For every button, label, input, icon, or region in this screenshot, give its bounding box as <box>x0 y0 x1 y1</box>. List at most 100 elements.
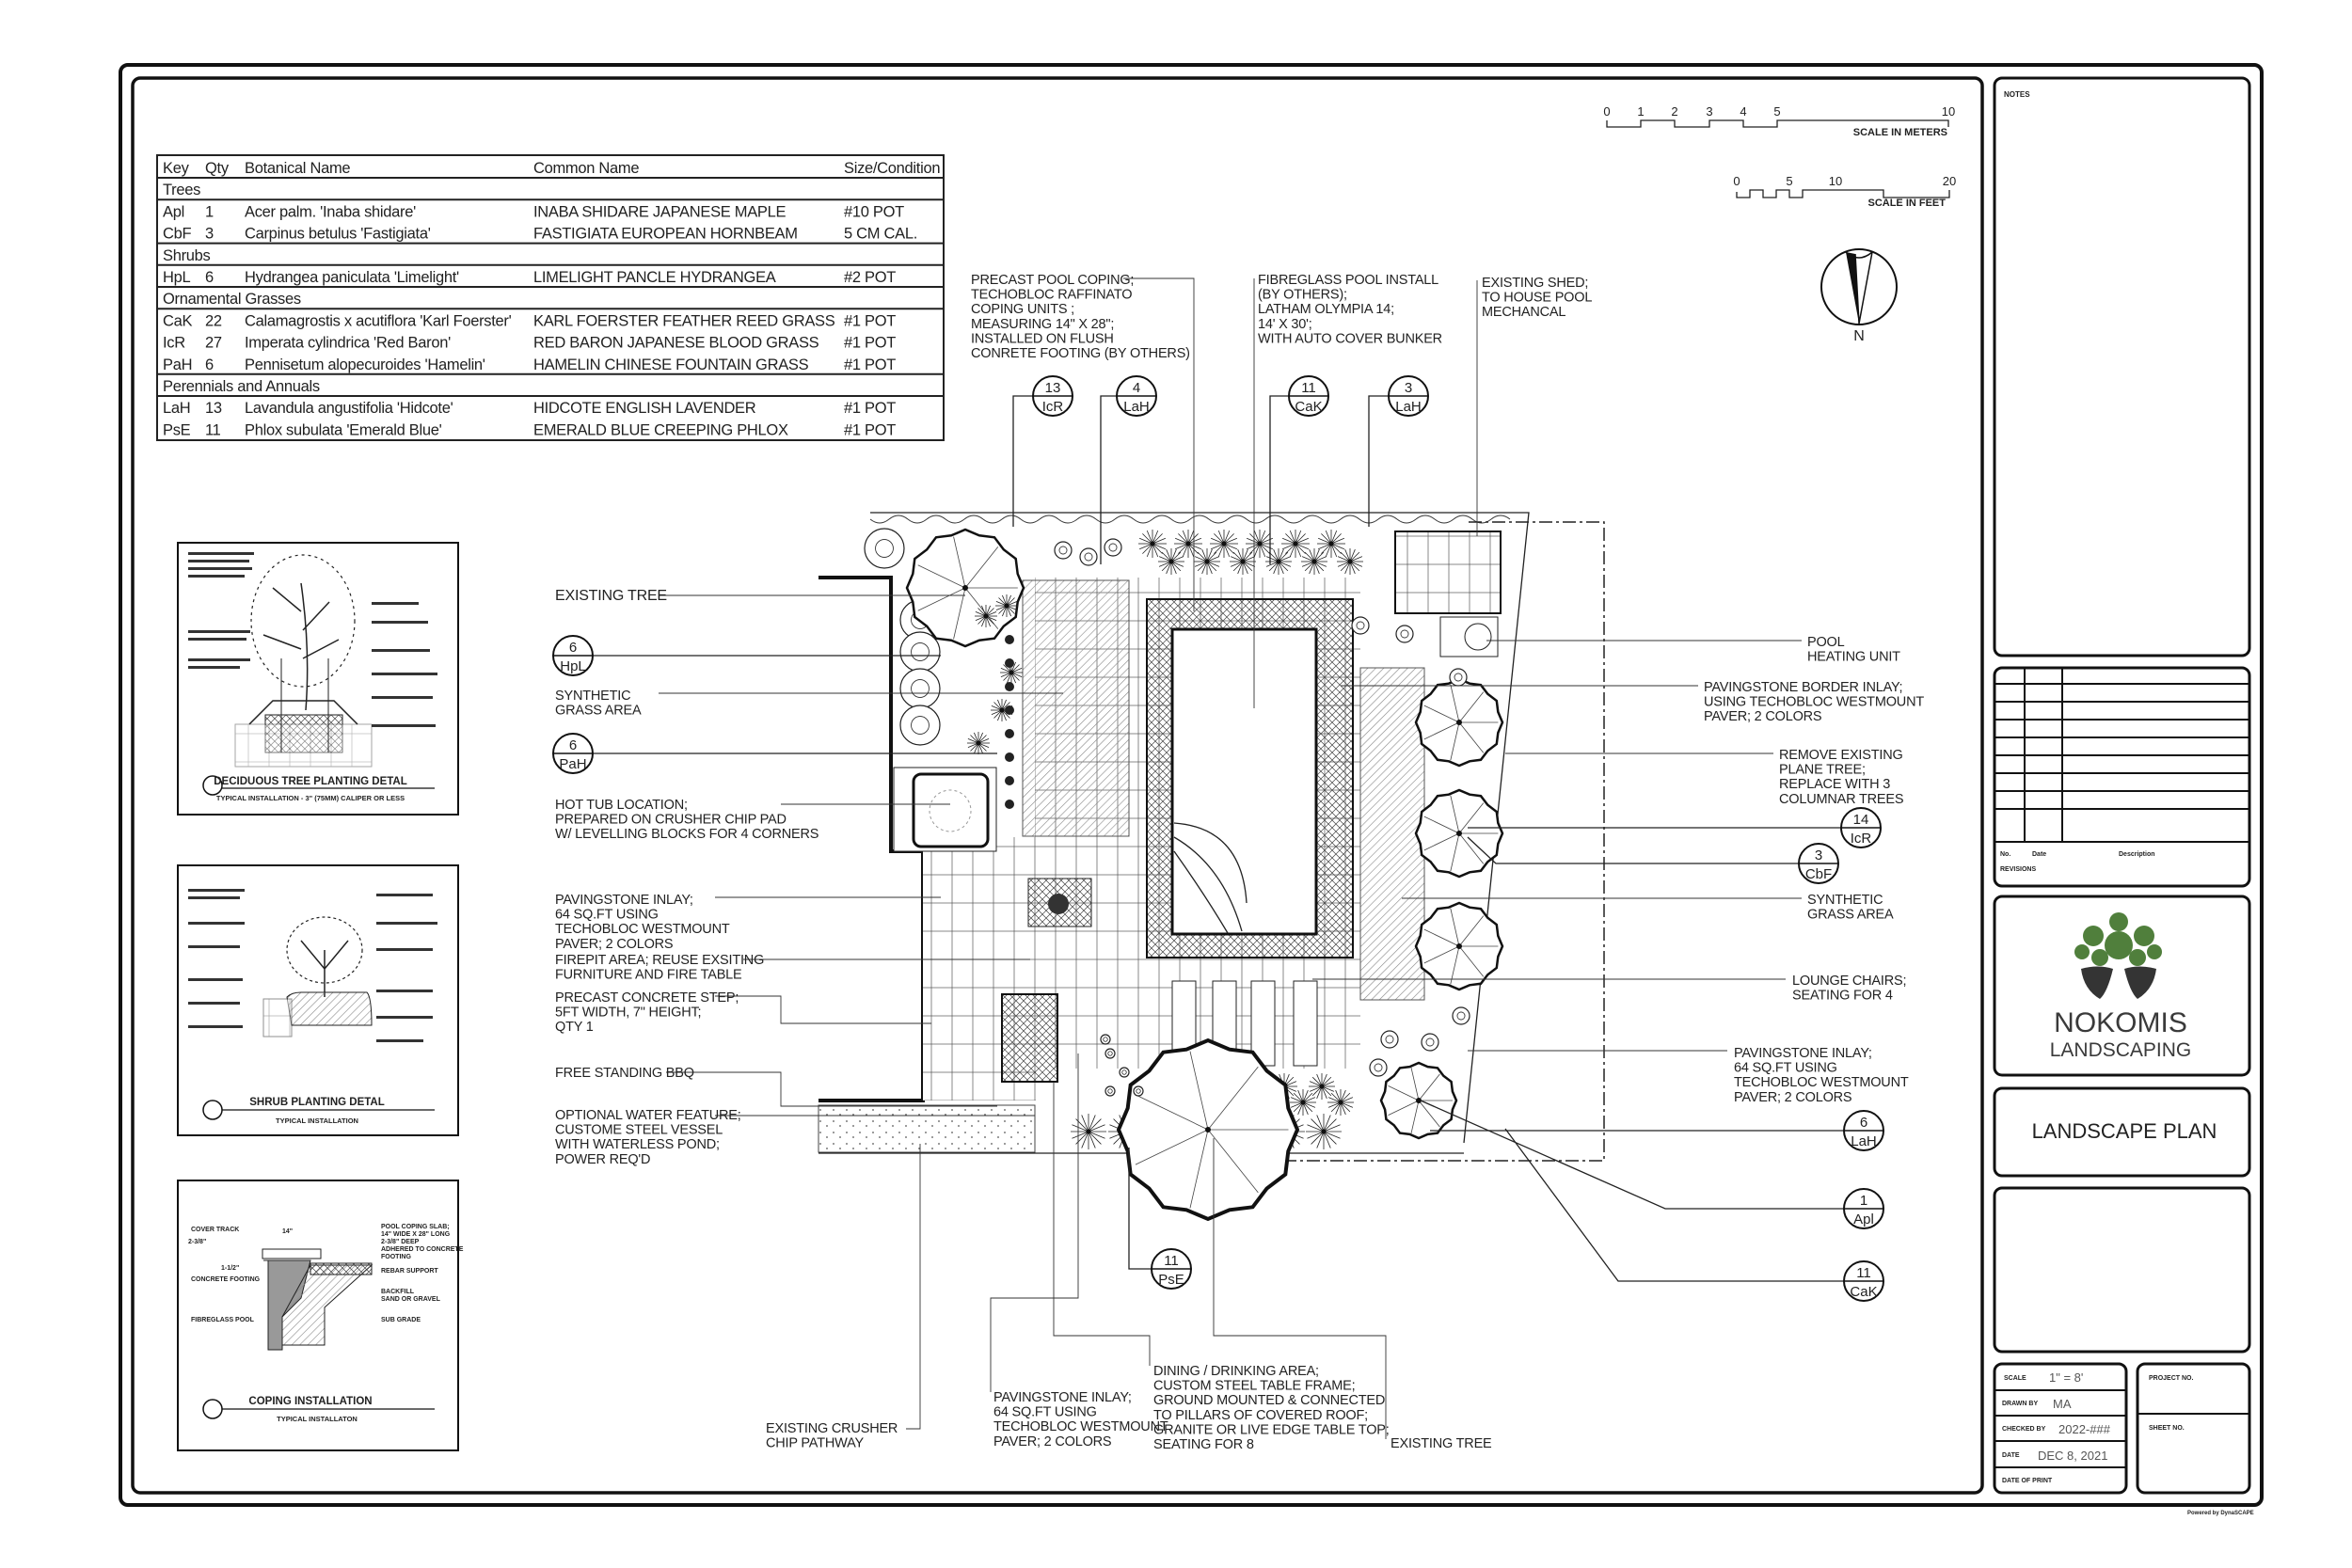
callout-line: PAVER; 2 COLORS <box>1704 709 1821 724</box>
cell-qty: 3 <box>205 226 214 243</box>
blood-grass <box>1327 1089 1354 1116</box>
callout-line: WITH WATERLESS POND; <box>555 1137 720 1152</box>
column-header-size: Size/Condition <box>844 160 940 177</box>
synthetic-grass-left-area <box>1022 579 1130 837</box>
bubble-key: Apl <box>1853 1212 1874 1227</box>
date-value: DEC 8, 2021 <box>2038 1449 2107 1463</box>
callout-pavingstone-inlay-right: PAVINGSTONE INLAY;64 SQ.FT USINGTECHOBLO… <box>1734 1046 1909 1105</box>
callout-line: TECHOBLOC RAFFINATO <box>971 288 1132 303</box>
callout-line: POOL <box>1807 635 1845 650</box>
pool-water <box>1170 627 1318 936</box>
lounge-chair <box>1293 980 1318 1067</box>
bubble-qty: 11 <box>1164 1253 1179 1269</box>
cell-botanical: Phlox subulata 'Emerald Blue' <box>245 421 442 438</box>
callout-line: QTY 1 <box>555 1020 594 1035</box>
cell-key: CbF <box>163 226 191 243</box>
creeping-phlox <box>1104 1048 1116 1059</box>
scale-meters-label: SCALE IN METERS <box>1853 127 1947 138</box>
callout-pavingstone-border-inlay: PAVINGSTONE BORDER INLAY;USING TECHOBLOC… <box>1704 680 1925 724</box>
blood-grass <box>1301 548 1327 575</box>
cell-qty: 6 <box>205 269 214 286</box>
scale-tick: 2 <box>1671 104 1677 119</box>
callout-line: COLUMNAR TREES <box>1779 792 1903 807</box>
cell-common: LIMELIGHT PANCLE HYDRANGEA <box>533 269 776 286</box>
bubble-qty: 14 <box>1853 812 1869 828</box>
column-header-qty: Qty <box>205 160 230 177</box>
callout-line: PAVINGSTONE INLAY; <box>1734 1046 1872 1061</box>
callout-line: INSTALLED ON FLUSH <box>971 331 1114 346</box>
cell-qty: 13 <box>205 400 222 417</box>
detail-subtitle: TYPICAL INSTALLATION - 3" (75MM) CALIPER… <box>216 794 405 802</box>
callout-line: TECHOBLOC WESTMOUNT <box>1734 1075 1909 1090</box>
dining-table <box>1001 993 1058 1083</box>
callout-line: 5FT WIDTH, 7" HEIGHT; <box>555 1006 701 1021</box>
blood-grass <box>1265 548 1292 575</box>
cell-key: CaK <box>163 312 192 329</box>
callout-line: 64 SQ.FT USING <box>993 1405 1097 1420</box>
callout-line: TO HOUSE POOL <box>1482 291 1592 306</box>
callout-line: PAVER; 2 COLORS <box>993 1434 1111 1449</box>
bubble-key: PaH <box>559 756 586 772</box>
callout-line: W/ LEVELLING BLOCKS FOR 4 CORNERS <box>555 827 818 842</box>
cell-common: KARL FOERSTER FEATHER REED GRASS <box>533 312 835 329</box>
fire-bowl <box>1048 894 1069 914</box>
coping-label: 1-1/2" <box>221 1265 239 1272</box>
cell-qty: 6 <box>205 356 214 373</box>
crusher-chip-pathway <box>818 1104 1036 1153</box>
revisions-no-header: No. <box>2000 851 2010 858</box>
lavender-plant <box>1449 668 1468 687</box>
callout-water-feature: OPTIONAL WATER FEATURE;CUSTOME STEEL VES… <box>555 1108 741 1167</box>
callout-line: GRASS AREA <box>1807 908 1894 923</box>
cell-qty: 1 <box>205 203 214 220</box>
coping-label: REBAR SUPPORT <box>381 1268 438 1275</box>
scale-tick: 5 <box>1786 174 1792 188</box>
scale-label: SCALE <box>2004 1375 2026 1382</box>
fountain-grass <box>995 594 1018 617</box>
callout-line: MECHANCAL <box>1482 305 1565 320</box>
bubble-leader <box>1467 836 1799 864</box>
lavender-plant <box>1005 752 1014 762</box>
detail-deciduous-tree: DECIDUOUS TREE PLANTING DETAL TYPICAL IN… <box>177 542 459 816</box>
cell-common: HIDCOTE ENGLISH LAVENDER <box>533 400 756 417</box>
cell-qty: 27 <box>205 335 222 352</box>
cell-key: PaH <box>163 356 192 373</box>
leader-line <box>906 1144 921 1430</box>
callout-line: DINING / DRINKING AREA; <box>1153 1364 1319 1379</box>
company-subname: LANDSCAPING <box>2050 1039 2192 1061</box>
drawing-frame <box>131 76 1984 1495</box>
column-header-common: Common Name <box>533 160 639 177</box>
project-no-label: PROJECT NO. <box>2149 1375 2194 1382</box>
detail-marker-icon <box>202 1399 223 1419</box>
lavender-plant <box>1005 729 1014 738</box>
blank-box <box>1993 1186 2251 1354</box>
callout-line: GROUND MOUNTED & CONNECTED <box>1153 1393 1385 1408</box>
creeping-phlox <box>1100 1034 1111 1045</box>
coping-label: SAND OR GRAVEL <box>381 1296 441 1303</box>
callout-line: EXISTING TREE <box>555 588 667 604</box>
revisions-date-header: Date <box>2032 851 2046 858</box>
callout-line: CONRETE FOOTING (BY OTHERS) <box>971 346 1190 361</box>
drawn-by-value: MA <box>2053 1397 2072 1411</box>
top-hedge <box>869 515 1511 524</box>
callout-line: LOUNGE CHAIRS; <box>1792 974 1906 989</box>
callout-line: FURNITURE AND FIRE TABLE <box>555 968 742 983</box>
dashed-lot-line <box>1179 521 1605 1162</box>
coping-label: FIBREGLASS POOL <box>191 1317 255 1323</box>
lavender-plant <box>1421 1033 1439 1052</box>
callout-line: EXISTING SHED; <box>1482 276 1588 291</box>
columnar-hornbeam-tree <box>1414 788 1504 879</box>
callout-line: GRANITE OR LIVE EDGE TABLE TOP; <box>1153 1422 1390 1437</box>
bubble-qty: 1 <box>1860 1193 1867 1209</box>
